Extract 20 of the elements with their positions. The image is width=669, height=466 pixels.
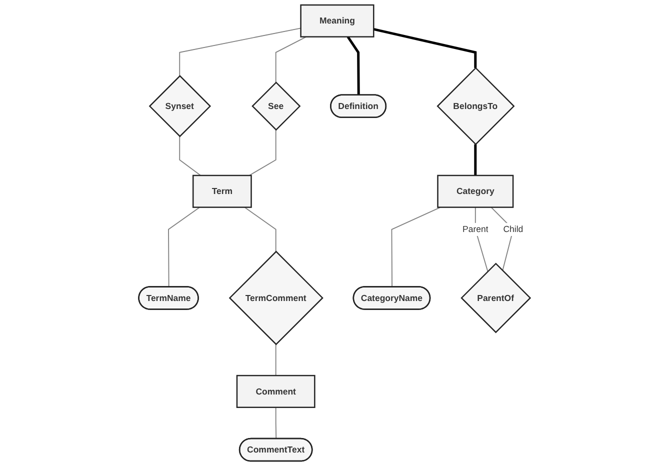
connector <box>275 344 276 376</box>
node-diamond <box>148 75 212 138</box>
node-box <box>437 174 514 208</box>
node-box <box>236 374 316 408</box>
node-box <box>300 4 374 38</box>
node-diamond <box>228 250 324 346</box>
node-diamond <box>252 82 301 131</box>
connector <box>244 206 276 252</box>
node-diamond <box>460 262 532 334</box>
connector <box>373 28 477 68</box>
connector <box>168 206 200 288</box>
connector <box>490 206 514 272</box>
node-box <box>192 174 252 208</box>
connector <box>179 136 202 176</box>
connector <box>391 206 441 288</box>
connector <box>474 144 477 176</box>
connector <box>346 36 360 96</box>
connector <box>179 28 302 76</box>
connector <box>275 406 277 440</box>
node-diamond <box>436 67 515 146</box>
